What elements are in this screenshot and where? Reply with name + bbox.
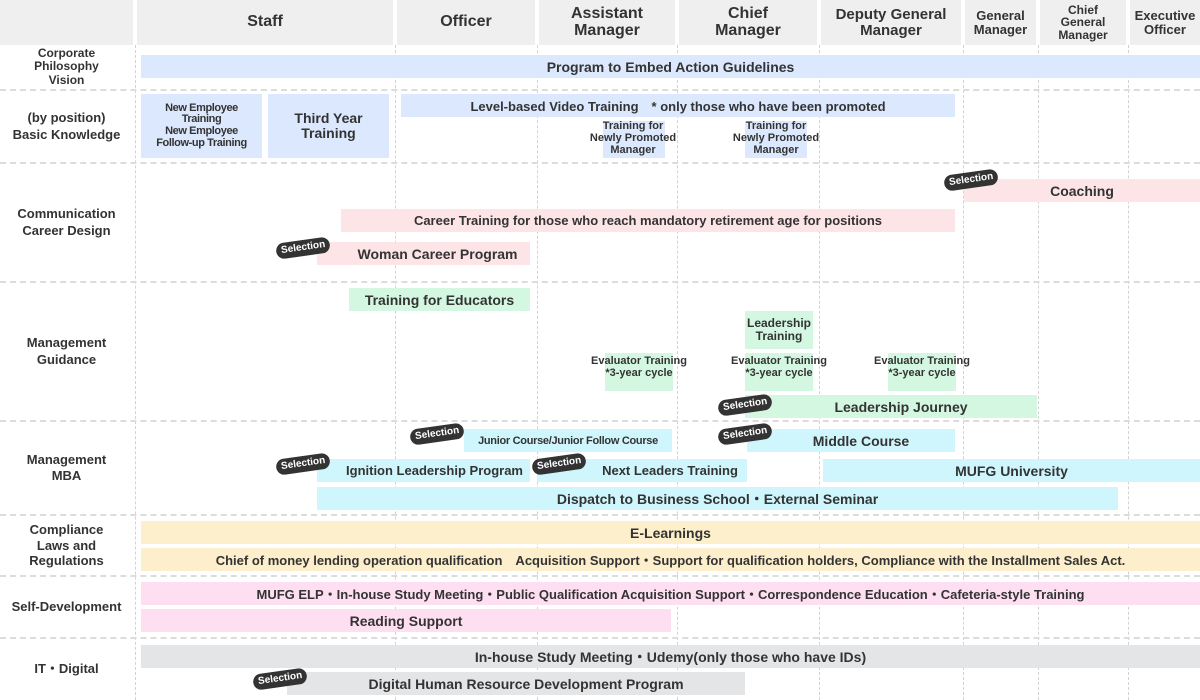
row-label-self-development: Self-Development bbox=[11, 598, 122, 614]
header-staff: Staff bbox=[137, 0, 393, 45]
column-divider bbox=[963, 45, 964, 700]
column-divider bbox=[819, 45, 820, 700]
row-divider bbox=[0, 637, 1200, 639]
column-divider bbox=[677, 45, 678, 700]
header-assistant-manager: Assistant Manager bbox=[539, 0, 675, 45]
program-career-retirement: Career Training for those who reach mand… bbox=[341, 209, 955, 232]
header-officer: Officer bbox=[397, 0, 535, 45]
row-label-corporate-philosophy: Corporate Philosophy Vision bbox=[34, 46, 99, 87]
row-label-management-guidance: Management Guidance bbox=[26, 335, 107, 367]
row-label-management-mba: Management MBA bbox=[26, 451, 107, 483]
program-newly-promoted-manager-2-bg bbox=[745, 121, 807, 158]
header-label: Assistant Manager bbox=[570, 4, 644, 39]
program-newly-promoted-manager-1: Training for Newly Promoted Manager bbox=[589, 120, 677, 156]
program-newly-promoted-manager-2: Training for Newly Promoted Manager bbox=[732, 120, 820, 156]
header-chief-manager: Chief Manager bbox=[679, 0, 817, 45]
program-leadership-training: Leadership Training bbox=[745, 311, 813, 349]
program-leadership-journey: Leadership Journey bbox=[745, 395, 1037, 418]
program-third-year-training: Third Year Training bbox=[268, 94, 389, 158]
header-label: Deputy General Manager bbox=[835, 5, 947, 39]
row-divider bbox=[0, 89, 1200, 91]
program-reading-support: Reading Support bbox=[141, 609, 671, 632]
header-label: General Manager bbox=[973, 7, 1028, 37]
header-corner bbox=[0, 0, 133, 45]
row-divider bbox=[0, 514, 1200, 516]
program-digital-hr-development: Digital Human Resource Development Progr… bbox=[287, 672, 745, 695]
column-divider bbox=[537, 45, 538, 700]
program-evaluator-training-3: Evaluator Training *3-year cycle bbox=[874, 355, 970, 379]
header-general-manager: General Manager bbox=[965, 0, 1036, 45]
program-evaluator-1-bg bbox=[605, 353, 673, 391]
program-mufg-elp: MUFG ELP・In-house Study Meeting・Public Q… bbox=[141, 582, 1200, 605]
header-deputy-general-manager: Deputy General Manager bbox=[821, 0, 961, 45]
row-divider bbox=[0, 281, 1200, 283]
program-qualification-support: Chief of money lending operation qualifi… bbox=[141, 548, 1200, 571]
row-divider bbox=[0, 162, 1200, 164]
row-label-compliance: Compliance Laws and Regulations bbox=[29, 522, 104, 569]
program-in-house-study-udemy: In-house Study Meeting・Udemy(only those … bbox=[141, 645, 1200, 668]
header-label: Officer bbox=[440, 13, 492, 31]
header-label: Chief Manager bbox=[715, 4, 781, 39]
column-divider bbox=[135, 45, 136, 700]
program-woman-career: Woman Career Program bbox=[317, 242, 530, 265]
column-divider bbox=[1128, 45, 1129, 700]
program-evaluator-training-2: Evaluator Training *3-year cycle bbox=[731, 355, 827, 379]
header-executive-officer: Executive Officer bbox=[1130, 0, 1200, 45]
header-label: Staff bbox=[247, 13, 283, 31]
header-label: Chief General Manager bbox=[1058, 2, 1108, 42]
program-evaluator-training-1: Evaluator Training *3-year cycle bbox=[591, 355, 687, 379]
column-divider bbox=[395, 45, 396, 700]
column-divider bbox=[1038, 45, 1039, 700]
program-embed-action-guidelines: Program to Embed Action Guidelines bbox=[141, 55, 1200, 78]
program-coaching: Coaching bbox=[964, 179, 1200, 202]
program-ignition-leadership: Ignition Leadership Program bbox=[317, 459, 530, 482]
row-label-it-digital: IT・Digital bbox=[34, 661, 99, 677]
header-chief-general-manager: Chief General Manager bbox=[1040, 0, 1126, 45]
program-e-learnings: E-Learnings bbox=[141, 521, 1200, 544]
row-label-communication: Communication Career Design bbox=[17, 206, 116, 238]
program-dispatch-business-school: Dispatch to Business School・External Sem… bbox=[317, 487, 1118, 510]
program-new-employee-training: New Employee Training New Employee Follo… bbox=[141, 94, 262, 158]
row-divider bbox=[0, 575, 1200, 577]
program-mufg-university: MUFG University bbox=[823, 459, 1200, 482]
program-middle-course: Middle Course bbox=[747, 429, 955, 452]
program-evaluator-3-bg bbox=[888, 353, 956, 391]
header-label: Executive Officer bbox=[1134, 7, 1196, 37]
program-next-leaders: Next Leaders Training bbox=[537, 459, 747, 482]
selection-badge: Selection bbox=[409, 422, 466, 446]
program-training-for-educators: Training for Educators bbox=[349, 288, 530, 311]
row-label-basic-knowledge: (by position) Basic Knowledge bbox=[12, 110, 121, 142]
row-divider bbox=[0, 420, 1200, 422]
program-newly-promoted-manager-1-bg bbox=[603, 121, 665, 158]
program-evaluator-2-bg bbox=[745, 353, 813, 391]
program-junior-course: Junior Course/Junior Follow Course bbox=[464, 429, 672, 452]
program-level-based-video-training: Level-based Video Training * only those … bbox=[401, 94, 955, 117]
